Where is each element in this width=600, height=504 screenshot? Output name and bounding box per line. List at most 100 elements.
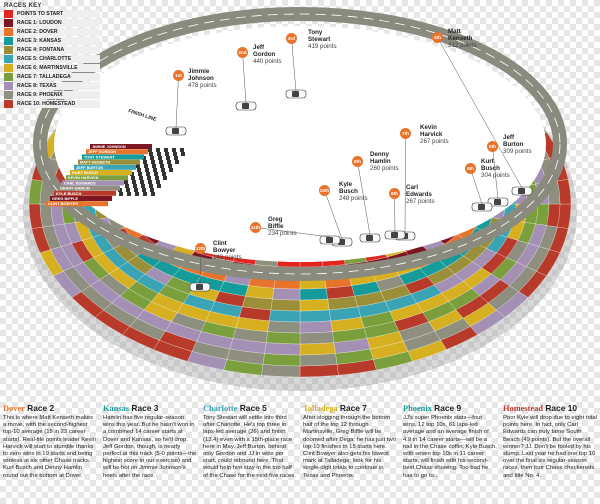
races-key-item: RACE 1: LOUDON xyxy=(4,19,100,27)
start-grid-name: MATT KENSETH xyxy=(80,160,110,165)
race-track-name: Talladega xyxy=(303,404,338,413)
checker-square xyxy=(148,180,152,184)
checker-square xyxy=(164,148,168,152)
track-lane-segment xyxy=(272,288,301,301)
checker-square xyxy=(147,176,151,180)
driver-last-name: Burton xyxy=(503,141,524,148)
races-key-item: RACE 6: MARTINSVILLE xyxy=(4,64,100,72)
checker-square xyxy=(144,164,148,168)
races-key-swatch xyxy=(4,28,13,36)
race-number: Race 2 xyxy=(24,403,55,413)
checker-square xyxy=(145,168,149,172)
race-number: Race 5 xyxy=(237,403,267,413)
driver-points: 304 points xyxy=(481,172,510,179)
checker-square xyxy=(173,152,177,156)
driver-first-name: Clint xyxy=(213,240,227,247)
races-key-swatch xyxy=(4,82,13,90)
race-column-text: Poor Kyle will drop due to eight total p… xyxy=(503,415,597,479)
checker-square xyxy=(141,184,145,188)
track-lane-segment xyxy=(262,353,301,367)
checker-square xyxy=(143,160,147,164)
race-track-name: Charlotte xyxy=(203,404,238,413)
checker-square xyxy=(166,156,170,160)
driver-first-name: Tony xyxy=(308,29,323,36)
race-track-name: Homestead xyxy=(503,404,544,413)
race-number: Race 7 xyxy=(337,403,367,413)
checker-square xyxy=(124,180,128,184)
driver-last-name: Gordon xyxy=(253,51,276,58)
checker-square xyxy=(157,152,161,156)
race-column-heading: Kansas Race 3 xyxy=(103,404,197,414)
start-grid-name: KURT BUSCH xyxy=(72,170,98,175)
races-key-swatch xyxy=(4,91,13,99)
race-column-text: This is where Matt Kenseth makes a move,… xyxy=(3,415,96,479)
races-key-label: RACE 3: KANSAS xyxy=(14,37,100,45)
race-track-name: Kansas xyxy=(103,404,130,413)
start-grid-name: JEFF BURTON xyxy=(76,165,103,170)
rank-badge: 8th xyxy=(389,188,400,199)
races-key-item: RACE 10: HOMESTEAD xyxy=(4,100,100,108)
leader-line xyxy=(242,52,247,104)
races-key-swatch xyxy=(4,100,13,108)
races-key-item: RACE 5: CHARLOTTE xyxy=(4,55,100,63)
checker-square xyxy=(149,184,153,188)
driver-last-name: Johnson xyxy=(188,75,214,82)
checker-square xyxy=(151,160,155,164)
race-car-window xyxy=(292,91,299,97)
driver-last-name: Busch xyxy=(481,165,500,172)
track-lane-segment xyxy=(299,309,331,323)
checker-square xyxy=(126,188,130,192)
race-column-text: JJ's super Phoenix stats—four wins, 12 t… xyxy=(403,415,497,479)
checker-square xyxy=(131,176,135,180)
race-car-window xyxy=(326,237,333,243)
races-key-swatch xyxy=(4,46,13,54)
checker-square xyxy=(132,180,136,184)
start-grid-name: CARL EDWARDS xyxy=(64,180,96,185)
race-car-window xyxy=(196,284,203,290)
checker-square xyxy=(140,180,144,184)
race-track-name: Phoenix xyxy=(403,404,432,413)
rank-badge: 12th xyxy=(195,243,206,254)
races-key-label: RACE 9: PHOENIX xyxy=(14,91,100,99)
driver-points: 143 points xyxy=(213,254,242,261)
checker-square xyxy=(180,148,184,152)
races-key-swatch xyxy=(4,10,13,18)
start-grid-name: KYLE BUSCH xyxy=(56,191,81,196)
race-car-window xyxy=(518,188,525,194)
checker-square xyxy=(143,192,147,196)
rank-badge: 11th xyxy=(250,222,261,233)
start-grid-bar xyxy=(62,180,124,186)
start-grid-name: DENNY HAMLIN xyxy=(60,186,90,191)
checker-square xyxy=(153,168,157,172)
track-lane-segment xyxy=(299,353,338,367)
start-grid-bar xyxy=(70,170,132,175)
driver-points: 248 points xyxy=(339,195,368,202)
rank-badge: 5th xyxy=(487,141,498,152)
checker-square xyxy=(136,164,140,168)
races-key-item: RACE 8: TEXAS xyxy=(4,82,100,90)
race-car-window xyxy=(494,199,501,205)
track-lane-segment xyxy=(270,298,301,312)
inner-surface xyxy=(54,26,546,262)
rank-badge: 10th xyxy=(319,185,330,196)
driver-first-name: Jeff xyxy=(253,44,265,51)
driver-points: 267 points xyxy=(406,198,435,205)
race-car-window xyxy=(478,204,485,210)
races-key-swatch xyxy=(4,37,13,45)
races-key-item: RACE 2: DOVER xyxy=(4,28,100,36)
checker-square xyxy=(155,176,159,180)
driver-last-name: Edwards xyxy=(406,191,432,198)
checker-square xyxy=(142,188,146,192)
